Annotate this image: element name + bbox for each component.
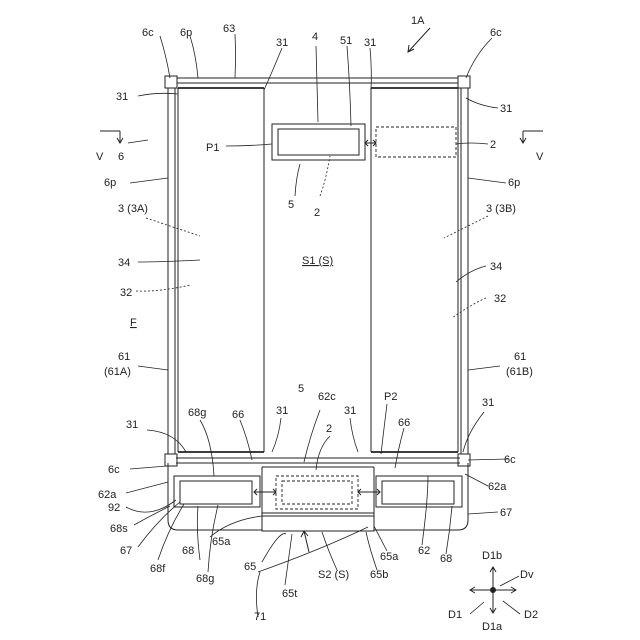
label-31-right-upper: 31 (500, 103, 512, 115)
label-P1: P1 (206, 142, 219, 154)
label-D1: D1 (448, 609, 462, 621)
left-storage-box-inner (180, 481, 252, 504)
label-S1: S1 (S) (302, 255, 333, 267)
label-34-right: 34 (490, 261, 502, 273)
label-67-right: 67 (500, 507, 512, 519)
label-65b: 65b (370, 569, 388, 581)
label-4: 4 (312, 31, 318, 43)
label-D1a: D1a (482, 621, 503, 633)
label-6c-top-left: 6c (142, 27, 154, 39)
label-6p-top: 6p (180, 27, 192, 39)
label-31-mid-left: 31 (276, 405, 288, 417)
label-68f: 68f (150, 563, 166, 575)
label-62a-left: 62a (98, 489, 117, 501)
label-6c-top-right: 6c (490, 27, 502, 39)
label-5-top: 5 (288, 199, 294, 211)
label-65a-right: 65a (380, 551, 399, 563)
label-68-left: 68 (182, 545, 194, 557)
label-67-left: 67 (120, 545, 132, 557)
section-arrow-right (520, 131, 543, 143)
top-frame-member (176, 78, 460, 83)
label-P2: P2 (384, 391, 397, 403)
center-module-dashed-inner (282, 481, 352, 504)
label-31-mid-right: 31 (344, 405, 356, 417)
label-68s: 68s (110, 523, 128, 535)
corner-cap-top-left (165, 76, 177, 88)
label-65t: 65t (282, 588, 297, 600)
label-51: 51 (340, 35, 352, 47)
label-66-left: 66 (232, 409, 244, 421)
right-storage-box-inner (382, 481, 454, 504)
label-6c-bottom-right: 6c (504, 454, 516, 466)
label-34-left: 34 (118, 257, 130, 269)
module-51-inner (278, 129, 359, 155)
label-6c-bottom-left: 6c (108, 464, 120, 476)
label-F: F (130, 317, 137, 329)
label-65a-left: 65a (212, 536, 231, 548)
label-31-left-upper: 31 (116, 91, 128, 103)
label-Dv: Dv (520, 569, 534, 581)
corner-cap-bottom-left (165, 454, 177, 466)
arrow-1A (408, 28, 430, 52)
arrow-left-66 (254, 489, 276, 495)
label-61-right: 61 (514, 351, 526, 363)
label-6p-left: 6p (104, 177, 116, 189)
label-31-left-lower: 31 (126, 419, 138, 431)
label-32-right: 32 (494, 293, 506, 305)
label-63: 63 (223, 23, 235, 35)
label-31-top-left: 31 (276, 37, 288, 49)
figure-drawing (100, 28, 543, 613)
label-3A: 3 (3A) (118, 203, 148, 215)
reference-labels: 1A 6c 6p 63 31 4 51 31 6c 31 31 V 6 P1 2… (96, 15, 544, 633)
label-68-right: 68 (440, 553, 452, 565)
label-6: 6 (118, 151, 124, 163)
label-V-right: V (536, 151, 544, 163)
label-2-lower: 2 (326, 423, 332, 435)
label-61B: (61B) (506, 366, 533, 378)
label-D2: D2 (524, 609, 538, 621)
left-cabinet (178, 88, 264, 452)
label-65: 65 (244, 561, 256, 573)
label-62c: 62c (318, 391, 336, 403)
module-position-p2-dashed (376, 127, 456, 157)
label-62a-right: 62a (488, 481, 507, 493)
label-62: 62 (418, 545, 430, 557)
arrow-right-66 (358, 489, 380, 495)
corner-cap-top-right (458, 76, 470, 88)
label-66-right: 66 (398, 417, 410, 429)
label-31-top-right: 31 (364, 37, 376, 49)
label-6p-right: 6p (508, 177, 520, 189)
label-V-left: V (96, 151, 104, 163)
arrow-down-65 (301, 531, 309, 552)
label-68g-top: 68g (188, 407, 206, 419)
left-post (168, 86, 175, 456)
lower-base (168, 463, 468, 531)
label-5-lower: 5 (298, 383, 304, 395)
label-92: 92 (108, 502, 120, 514)
label-32-left: 32 (120, 287, 132, 299)
section-arrow-left (100, 131, 123, 143)
label-D1b: D1b (482, 550, 502, 562)
label-S2: S2 (S) (318, 569, 349, 581)
label-1A: 1A (411, 15, 425, 27)
label-3B: 3 (3B) (486, 203, 516, 215)
label-31-right-lower: 31 (482, 397, 494, 409)
label-68g-bottom: 68g (196, 573, 214, 585)
label-71: 71 (254, 611, 266, 623)
label-2-top: 2 (314, 207, 320, 219)
right-post (461, 86, 468, 456)
label-61A: (61A) (104, 366, 131, 378)
label-2-right: 2 (490, 139, 496, 151)
label-61-left: 61 (118, 351, 130, 363)
